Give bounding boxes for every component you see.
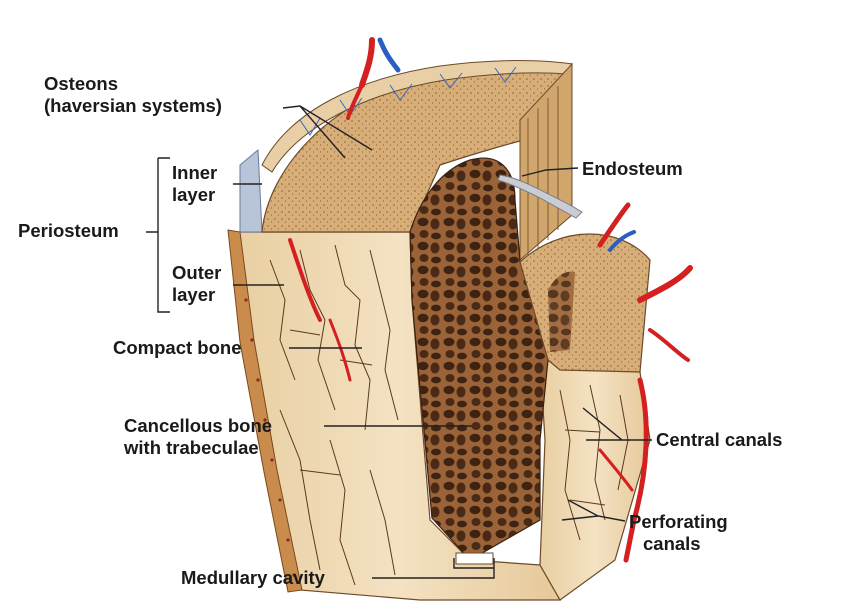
label-periosteum: Periosteum (18, 220, 119, 241)
label-perforating-line2: canals (643, 533, 701, 554)
label-outer-layer-line1: Outer (172, 262, 222, 283)
label-medullary-cavity: Medullary cavity (181, 567, 325, 588)
label-osteons: Osteons (haversian systems) (44, 73, 222, 117)
label-outer-layer: Outer layer (172, 262, 221, 306)
cancellous-bone-region (409, 157, 549, 561)
label-inner-layer-line1: Inner (172, 162, 218, 183)
label-compact-bone: Compact bone (113, 337, 242, 358)
label-cancellous-line2: with trabeculae (124, 437, 259, 458)
label-endosteum: Endosteum (582, 158, 683, 179)
label-cancellous-line1: Cancellous bone (124, 415, 273, 436)
label-perforating-canals: Perforating canals (629, 511, 728, 555)
blood-vessels (288, 37, 693, 563)
label-inner-layer: Inner layer (172, 162, 217, 206)
compact-bone-shaft (237, 231, 651, 601)
label-cancellous-bone: Cancellous bone with trabeculae (124, 415, 272, 459)
label-perforating-line1: Perforating (629, 511, 728, 532)
label-outer-layer-line2: layer (172, 284, 216, 305)
label-osteons-line1: Osteons (44, 73, 119, 94)
lower-cross-section (519, 233, 651, 373)
label-central-canals: Central canals (656, 429, 783, 450)
leader-lines (146, 105, 652, 579)
label-inner-layer-line2: layer (172, 184, 216, 205)
label-osteons-line2: (haversian systems) (44, 95, 222, 116)
endosteum-lining (497, 174, 583, 219)
medullary-cavity-opening (455, 552, 494, 565)
